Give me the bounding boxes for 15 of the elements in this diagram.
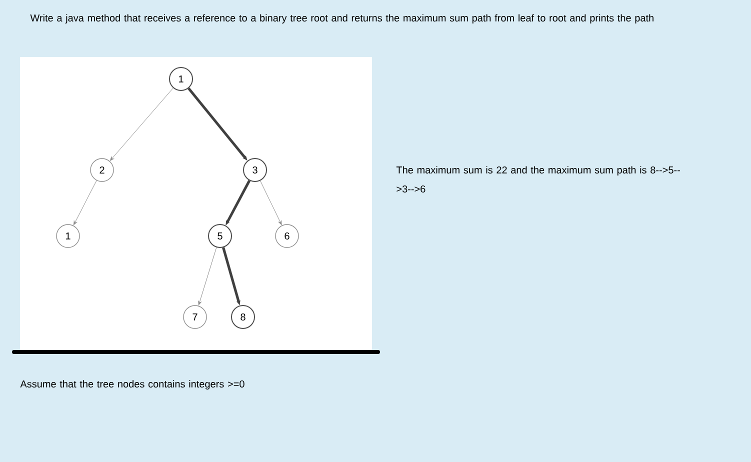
arrow xyxy=(110,88,174,161)
note-text: The maximum sum is 22 and the maximum sum path is 8-->5-->3-->6 xyxy=(396,166,680,193)
arrow xyxy=(260,180,282,225)
arrow xyxy=(198,247,217,306)
tree-node: 3 xyxy=(243,158,267,182)
note-text: Assume that the tree nodes contains integers >=0 xyxy=(20,380,244,390)
tree-node: 7 xyxy=(183,305,207,329)
tree-node: 5 xyxy=(208,224,232,248)
tree-node: 8 xyxy=(231,304,255,329)
arrow xyxy=(74,180,97,226)
question-text: Write a java method that receives a reference to a binary tree root and returns the maximum sum path from leaf to root and prints the path xyxy=(30,14,654,24)
tree-node: 2 xyxy=(90,158,114,182)
tree-node: 6 xyxy=(275,224,299,248)
tree-node: 1 xyxy=(56,224,80,248)
tree-node: 1 xyxy=(169,67,193,91)
